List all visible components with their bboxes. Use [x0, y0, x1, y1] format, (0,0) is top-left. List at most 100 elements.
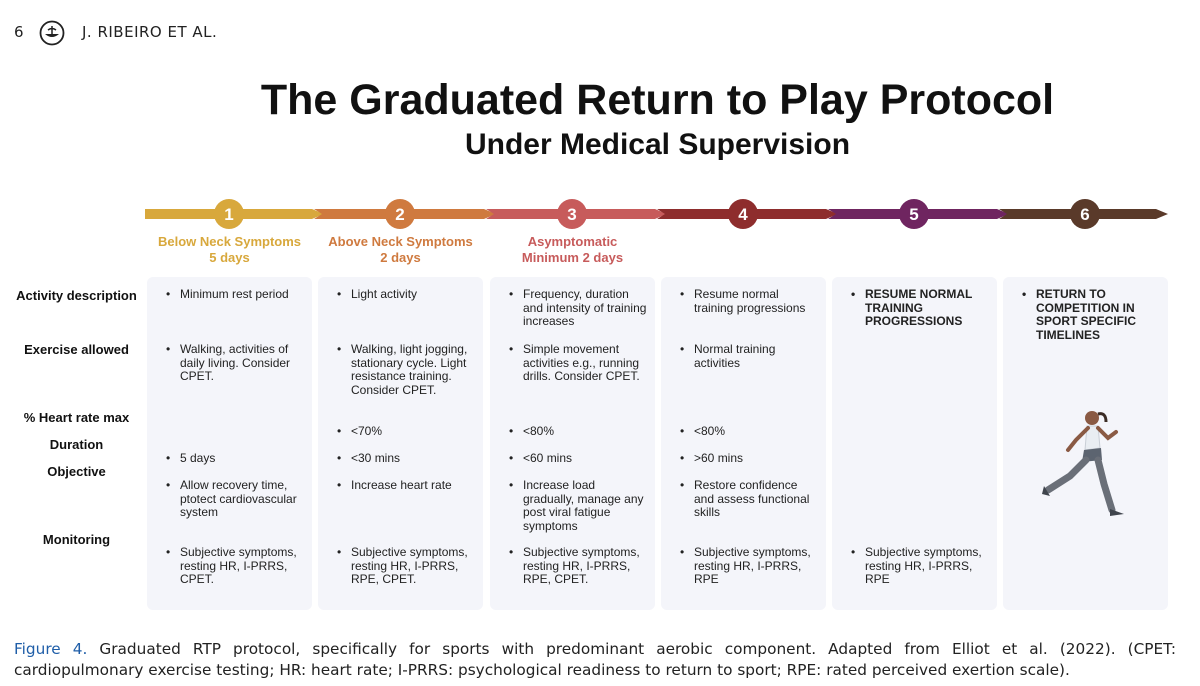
figure-title: The Graduated Return to Play Protocol	[260, 76, 1055, 124]
stage-number-5: 5	[909, 205, 918, 224]
bullet-icon: •	[509, 287, 514, 301]
bullet-icon: •	[166, 451, 171, 465]
stage-card-3	[490, 277, 655, 610]
row-label-objective: Objective	[47, 464, 106, 479]
cell-objective-2: • Increase heart rate	[337, 478, 476, 493]
bullet-icon: •	[509, 478, 514, 492]
bullet-icon: •	[166, 342, 171, 356]
bullet-icon: •	[509, 451, 514, 465]
cell-text: Allow recovery time, ptotect cardiovascu…	[180, 478, 297, 519]
cell-text: <70%	[351, 424, 383, 438]
cell-objective-4: •Restore confidence and assess functiona…	[680, 478, 819, 520]
stage-circle-3	[557, 199, 587, 229]
bullet-icon: •	[680, 451, 685, 465]
stage-number-2: 2	[395, 205, 404, 224]
cell-heart-rate-2: • <70%	[337, 424, 476, 439]
bullet-icon: •	[337, 424, 342, 438]
stage-label-2: Above Neck Symptoms 2 days	[328, 234, 473, 265]
bullet-icon: •	[337, 342, 342, 356]
stage-circle-5	[899, 199, 929, 229]
bullet-icon: •	[509, 342, 514, 356]
cell-objective-3: • Increase load gradually, manage any pos…	[509, 478, 648, 533]
cell-activity-5: • RESUME NORMAL TRAINING PROGRESSIONS	[851, 287, 990, 329]
cell-text: Subjective symptoms, resting HR, I-PRRS,…	[180, 545, 297, 586]
bullet-icon: •	[680, 287, 685, 301]
cell-duration-2: • <30 mins	[337, 451, 476, 466]
row-label-monitoring: Monitoring	[42, 532, 111, 547]
cell-exercise-1: •Walking, activities of daily living. Co…	[166, 342, 300, 384]
bullet-icon: •	[851, 287, 856, 301]
stage-circle-4	[728, 199, 758, 229]
cell-text: Subjective symptoms, resting HR, I-PRRS,…	[694, 545, 811, 586]
cell-text: Light activity	[351, 287, 418, 301]
cell-monitoring-4: • Subjective symptoms, resting HR, I-PRRS…	[680, 545, 819, 587]
figure-subtitle: Under Medical Supervision	[464, 128, 851, 161]
bullet-icon: •	[680, 478, 685, 492]
stage-card-4	[661, 277, 826, 610]
caption-text: Graduated RTP protocol, specifically for…	[14, 640, 1176, 679]
stage-card-5	[832, 277, 997, 610]
page-number: 6	[14, 23, 24, 41]
row-label-activity: Activity description	[16, 288, 137, 303]
cell-activity-6: •RETURN TO COMPETITION IN SPORT SPECIFIC…	[1022, 287, 1161, 342]
cell-objective-1: • Allow recovery time, ptotect cardiovasc…	[166, 478, 300, 520]
cell-text: Minimum rest period	[180, 287, 289, 301]
bullet-icon: •	[337, 545, 342, 559]
bullet-icon: •	[337, 478, 342, 492]
stage-circle-2	[385, 199, 415, 229]
cell-text: 5 days	[180, 451, 216, 465]
cell-text: <60 mins	[523, 451, 573, 465]
runner-icon	[1042, 411, 1124, 516]
cell-duration-4: • >60 mins	[680, 451, 819, 466]
stage-number-4: 4	[738, 205, 748, 224]
stage-number-1: 1	[224, 205, 233, 224]
cell-text: Resume normal training progressions	[694, 287, 806, 315]
row-label-duration: Duration	[49, 437, 104, 452]
publisher-logo-icon	[39, 20, 65, 46]
stage-label-1: Below Neck Symptoms 5 days	[157, 234, 302, 265]
bullet-icon: •	[337, 451, 342, 465]
cell-activity-1: • Minimum rest period	[166, 287, 300, 302]
cell-monitoring-1: • Subjective symptoms, resting HR, I-PRRS…	[166, 545, 300, 587]
cell-text: Normal training activities	[694, 342, 776, 370]
cell-monitoring-3: • Subjective symptoms, resting HR, I-PRRS…	[509, 545, 648, 587]
bullet-icon: •	[680, 545, 685, 559]
bullet-icon: •	[680, 424, 685, 438]
cell-text: <80%	[523, 424, 555, 438]
bullet-icon: •	[851, 545, 856, 559]
running-head-authors: J. RIBEIRO ET AL.	[82, 23, 218, 41]
cell-exercise-3: • Simple movement activities e.g., runnin…	[509, 342, 648, 384]
cell-text: Increase heart rate	[351, 478, 452, 492]
caption-label: Figure 4.	[14, 640, 88, 658]
bullet-icon: •	[166, 478, 171, 492]
cell-text: >60 mins	[694, 451, 744, 465]
cell-monitoring-2: •Subjective symptoms, resting HR, I-PRRS…	[337, 545, 476, 587]
cell-text: <80%	[694, 424, 726, 438]
stage-label-3: Asymptomatic Minimum 2 days	[521, 234, 624, 265]
stage-circle-6	[1070, 199, 1100, 229]
cell-exercise-2: •Walking, light jogging, stationary cycl…	[337, 342, 476, 397]
cell-activity-2: •Light activity	[337, 287, 476, 302]
stage-number-3: 3	[567, 205, 576, 224]
stage-card-1	[147, 277, 312, 610]
cell-text: <30 mins	[351, 451, 401, 465]
bullet-icon: •	[680, 342, 685, 356]
cell-monitoring-5: • Subjective symptoms, resting HR, I-PRRS…	[851, 545, 990, 587]
cell-activity-4: • Resume normal training progressions	[680, 287, 819, 315]
cell-text: Subjective symptoms, resting HR, I-PRRS,…	[523, 545, 640, 586]
cell-activity-3: •Frequency, duration and intensity of tr…	[509, 287, 648, 329]
stage-circle-1	[214, 199, 244, 229]
cell-text: RESUME NORMAL TRAINING PROGRESSIONS	[865, 287, 973, 328]
bullet-icon: •	[509, 545, 514, 559]
bullet-icon: •	[166, 287, 171, 301]
cell-text: RETURN TO COMPETITION IN SPORT SPECIFIC …	[1036, 287, 1137, 342]
cell-text: Subjective symptoms, resting HR, I-PRRS,…	[865, 545, 982, 586]
bullet-icon: •	[166, 545, 171, 559]
cell-duration-1: • 5 days	[166, 451, 300, 466]
cell-text: Increase load gradually, manage any post…	[523, 478, 644, 533]
cell-heart-rate-3: •<80%	[509, 424, 648, 439]
row-label-heart-rate: % Heart rate max	[23, 410, 130, 425]
cell-exercise-4: • Normal training activities	[680, 342, 819, 370]
cell-text: Simple movement activities e.g., running…	[523, 342, 640, 383]
